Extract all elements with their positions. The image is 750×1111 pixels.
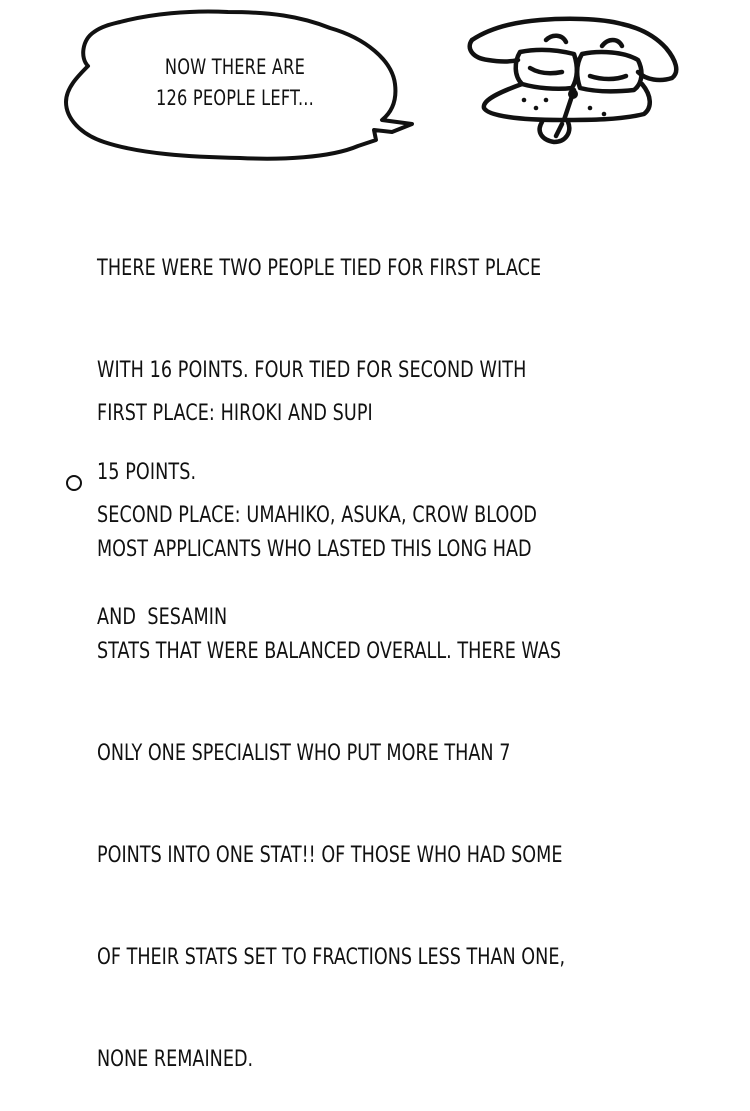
speech-bubble (64, 9, 414, 161)
text-line: STATS THAT WERE BALANCED OVERALL. THERE … (97, 639, 562, 664)
stats-note-paragraph: MOST APPLICANTS WHO LASTED THIS LONG HAD… (97, 465, 565, 1111)
text-line: NONE REMAINED. (97, 1047, 254, 1072)
text-line: ONLY ONE SPECIALIST WHO PUT MORE THAN 7 (97, 741, 511, 766)
text-line: AND SESAMIN (97, 605, 228, 630)
text-line: THERE WERE TWO PEOPLE TIED FOR FIRST PLA… (97, 256, 542, 281)
speech-line: 126 PEOPLE LEFT... (156, 86, 314, 110)
text-line: WITH 16 POINTS. FOUR TIED FOR SECOND WIT… (97, 358, 527, 383)
text-line: 15 POINTS. (97, 460, 197, 485)
text-line: OF THEIR STATS SET TO FRACTIONS LESS THA… (97, 945, 566, 970)
text-line: POINTS INTO ONE STAT!! OF THOSE WHO HAD … (97, 843, 563, 868)
text-line: FIRST PLACE: HIROKI AND SUPI (97, 401, 373, 426)
winners-list-paragraph: FIRST PLACE: HIROKI AND SUPI SECOND PLAC… (97, 329, 537, 669)
dog-nose (568, 89, 578, 99)
speech-line: NOW THERE ARE (164, 55, 306, 79)
sleepy-dog-face-icon (467, 16, 679, 145)
text-line: MOST APPLICANTS WHO LASTED THIS LONG HAD (97, 537, 532, 562)
text-line: SECOND PLACE: UMAHIKO, ASUKA, CROW BLOOD (97, 503, 538, 528)
ranking-summary-paragraph: THERE WERE TWO PEOPLE TIED FOR FIRST PLA… (97, 184, 541, 524)
circle-bullet-icon (66, 475, 82, 491)
speech-bubble-text: NOW THERE ARE 126 PEOPLE LEFT... (119, 52, 351, 114)
